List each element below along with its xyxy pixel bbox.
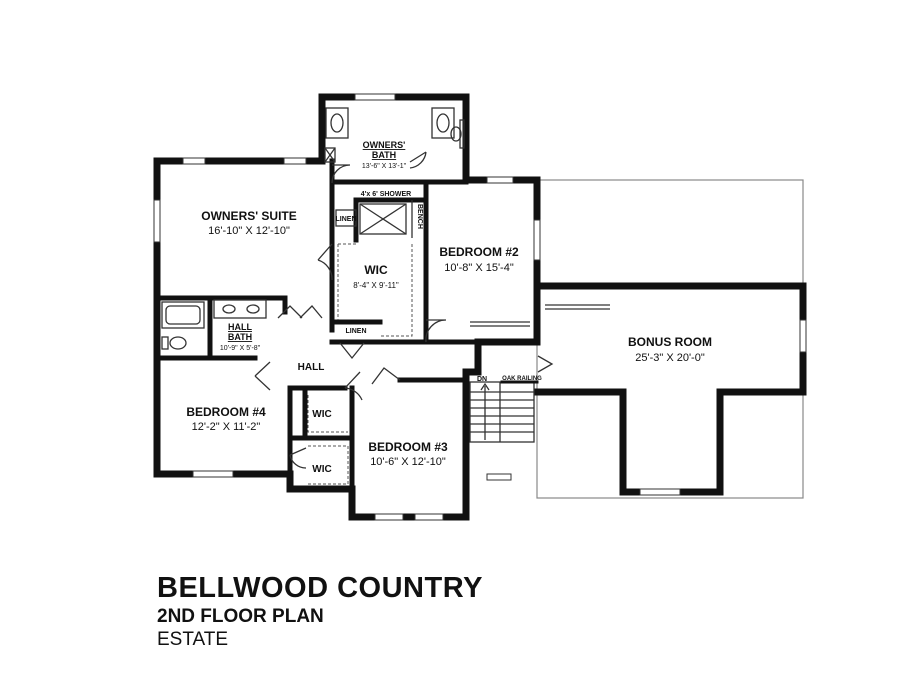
- bonus-room-name: BONUS ROOM: [628, 335, 712, 349]
- shower-label: 4'x 6' SHOWER: [361, 191, 411, 198]
- plan-floor: 2ND FLOOR PLAN: [157, 606, 324, 627]
- hall-bath-name-1: HALL: [228, 322, 252, 332]
- bedroom3-dims: 10'-6" X 12'-10": [370, 456, 446, 468]
- owners-bath-name-1: OWNERS': [363, 140, 406, 150]
- interior-walls: [154, 158, 540, 492]
- linen-upper-label: LINEN: [336, 216, 357, 223]
- hall-label: HALL: [298, 362, 325, 373]
- hall-bath-fixtures: [161, 299, 267, 350]
- title-block: BELLWOOD COUNTRY 2ND FLOOR PLAN ESTATE: [157, 572, 483, 651]
- bench-label: BENCH: [416, 204, 423, 229]
- linen-lower-label: LINEN: [346, 328, 367, 335]
- floor-plan-drawing: OWNERS' SUITE 16'-10" X 12'-10" OWNERS' …: [153, 93, 807, 521]
- owners-suite-name: OWNERS' SUITE: [201, 209, 297, 223]
- bedroom3-name: BEDROOM #3: [368, 440, 448, 454]
- stair: [469, 380, 539, 443]
- bedroom4-name: BEDROOM #4: [186, 405, 266, 419]
- owners-bath-name-2: BATH: [372, 150, 396, 160]
- bedroom4-dims: 12'-2" X 11'-2": [192, 421, 261, 433]
- wic-owners-dims: 8'-4" X 9'-11": [353, 281, 399, 290]
- wic-bed3-label: WIC: [312, 464, 331, 475]
- hall-bath-dims: 10'-9" X 5'-8": [220, 345, 261, 352]
- bedroom2-name: BEDROOM #2: [439, 245, 519, 259]
- door-swings: [254, 151, 554, 469]
- owners-bath-fixtures: [324, 107, 465, 238]
- owners-bath-dims: 13'-6" X 13'-1": [362, 163, 407, 170]
- wic-bed3-shelving: [308, 445, 349, 485]
- wic-shelving: [337, 243, 413, 337]
- oak-railing-label: OAK RAILING: [502, 376, 542, 382]
- owners-suite-dims: 16'-10" X 12'-10": [208, 225, 290, 237]
- plan-series: ESTATE: [157, 629, 229, 650]
- exterior-wall-bonus: [533, 282, 807, 496]
- bonus-room-dims: 25'-3" X 20'-0": [635, 352, 705, 364]
- wic-bed4-shelving: [307, 395, 348, 433]
- windows: [153, 93, 807, 521]
- plan-name: BELLWOOD COUNTRY: [157, 572, 483, 604]
- wic-owners-name: WIC: [364, 263, 388, 277]
- stair-down-label: DN: [477, 376, 487, 383]
- closet-doors: [470, 304, 610, 327]
- bedroom2-dims: 10'-8" X 15'-4": [444, 262, 514, 274]
- wic-bed4-label: WIC: [312, 409, 331, 420]
- exterior-wall-main: [153, 93, 541, 521]
- hall-bath-name-2: BATH: [228, 332, 252, 342]
